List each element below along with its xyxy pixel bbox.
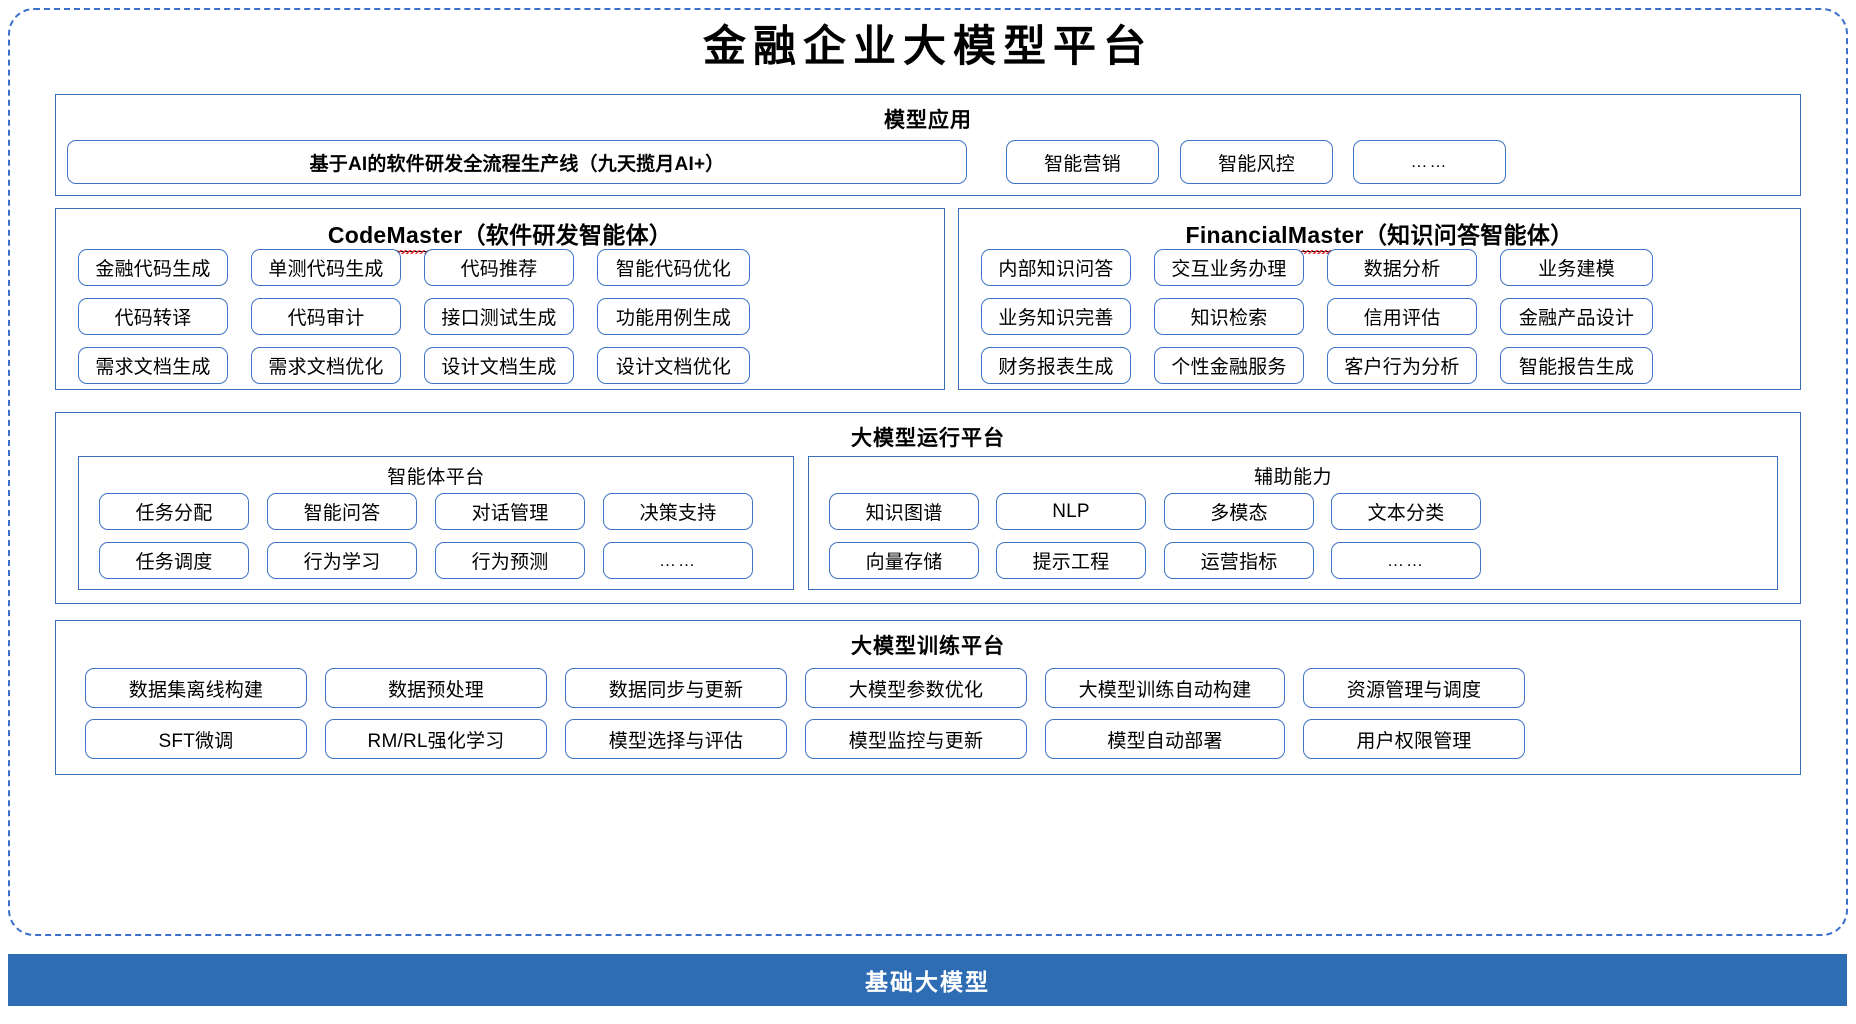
agent-title-codemaster: CodeMaster（软件研发智能体）: [56, 216, 944, 254]
runtime-agent-item-7[interactable]: ……: [603, 542, 753, 579]
foundation-model-bar: 基础大模型: [8, 954, 1847, 1006]
training-item-3[interactable]: 大模型参数优化: [805, 668, 1027, 708]
agent-item-codemaster-9[interactable]: 需求文档优化: [251, 347, 401, 384]
runtime-support-item-1[interactable]: NLP: [996, 493, 1146, 530]
agent-title-financialmaster: FinancialMaster（知识问答智能体）: [959, 216, 1800, 254]
runtime-agent-item-4[interactable]: 任务调度: [99, 542, 249, 579]
runtime-platform-title: 大模型运行平台: [851, 427, 1005, 450]
application-item-1[interactable]: 智能风控: [1180, 140, 1333, 184]
platform-outer-frame: [8, 8, 1848, 936]
runtime-agent-item-1[interactable]: 智能问答: [267, 493, 417, 530]
training-platform-title: 大模型训练平台: [851, 635, 1005, 658]
agent-item-financialmaster-8[interactable]: 财务报表生成: [981, 347, 1131, 384]
agent-item-codemaster-0[interactable]: 金融代码生成: [78, 249, 228, 286]
agent-item-financialmaster-11[interactable]: 智能报告生成: [1500, 347, 1653, 384]
runtime-agent-item-3[interactable]: 决策支持: [603, 493, 753, 530]
training-item-8[interactable]: 模型选择与评估: [565, 719, 787, 759]
agent-name-cn-codemaster: （软件研发智能体）: [462, 222, 673, 248]
agent-item-codemaster-1[interactable]: 单测代码生成: [251, 249, 401, 286]
runtime-subpanel-title-0: 智能体平台: [387, 467, 485, 488]
runtime-support-item-5[interactable]: 提示工程: [996, 542, 1146, 579]
agent-name-en-financialmaster: FinancialMaster: [1185, 222, 1365, 254]
runtime-support-item-0[interactable]: 知识图谱: [829, 493, 979, 530]
agent-item-codemaster-11[interactable]: 设计文档优化: [597, 347, 750, 384]
agent-item-codemaster-10[interactable]: 设计文档生成: [424, 347, 574, 384]
agent-item-financialmaster-6[interactable]: 信用评估: [1327, 298, 1477, 335]
agent-item-financialmaster-2[interactable]: 数据分析: [1327, 249, 1477, 286]
agent-item-codemaster-8[interactable]: 需求文档生成: [78, 347, 228, 384]
agent-item-codemaster-2[interactable]: 代码推荐: [424, 249, 574, 286]
runtime-support-item-4[interactable]: 向量存储: [829, 542, 979, 579]
training-item-2[interactable]: 数据同步与更新: [565, 668, 787, 708]
training-item-11[interactable]: 用户权限管理: [1303, 719, 1525, 759]
agent-item-financialmaster-0[interactable]: 内部知识问答: [981, 249, 1131, 286]
runtime-support-item-7[interactable]: ……: [1331, 542, 1481, 579]
page-title: 金融企业大模型平台: [703, 22, 1153, 72]
agent-item-codemaster-7[interactable]: 功能用例生成: [597, 298, 750, 335]
application-primary-item[interactable]: 基于AI的软件研发全流程生产线（九天揽月AI+）: [67, 140, 967, 184]
training-item-9[interactable]: 模型监控与更新: [805, 719, 1027, 759]
agent-item-financialmaster-3[interactable]: 业务建模: [1500, 249, 1653, 286]
runtime-subpanel-title-1: 辅助能力: [1253, 467, 1332, 488]
training-item-6[interactable]: SFT微调: [85, 719, 307, 759]
runtime-support-item-2[interactable]: 多模态: [1164, 493, 1314, 530]
agent-item-financialmaster-9[interactable]: 个性金融服务: [1154, 347, 1304, 384]
agent-item-codemaster-5[interactable]: 代码审计: [251, 298, 401, 335]
runtime-agent-item-0[interactable]: 任务分配: [99, 493, 249, 530]
training-item-4[interactable]: 大模型训练自动构建: [1045, 668, 1285, 708]
runtime-support-item-3[interactable]: 文本分类: [1331, 493, 1481, 530]
foundation-model-label: 基础大模型: [865, 969, 990, 995]
agent-name-cn-financialmaster: （知识问答智能体）: [1363, 222, 1574, 248]
training-item-5[interactable]: 资源管理与调度: [1303, 668, 1525, 708]
application-item-2[interactable]: ……: [1353, 140, 1506, 184]
training-item-1[interactable]: 数据预处理: [325, 668, 547, 708]
agent-item-financialmaster-5[interactable]: 知识检索: [1154, 298, 1304, 335]
training-item-7[interactable]: RM/RL强化学习: [325, 719, 547, 759]
agent-item-financialmaster-10[interactable]: 客户行为分析: [1327, 347, 1477, 384]
runtime-agent-item-6[interactable]: 行为预测: [435, 542, 585, 579]
training-item-0[interactable]: 数据集离线构建: [85, 668, 307, 708]
agent-name-en-codemaster: CodeMaster: [327, 222, 463, 254]
agent-item-financialmaster-1[interactable]: 交互业务办理: [1154, 249, 1304, 286]
agent-item-financialmaster-7[interactable]: 金融产品设计: [1500, 298, 1653, 335]
training-item-10[interactable]: 模型自动部署: [1045, 719, 1285, 759]
application-layer-title: 模型应用: [884, 109, 972, 132]
application-item-0[interactable]: 智能营销: [1006, 140, 1159, 184]
agent-item-codemaster-4[interactable]: 代码转译: [78, 298, 228, 335]
runtime-support-item-6[interactable]: 运营指标: [1164, 542, 1314, 579]
agent-item-codemaster-3[interactable]: 智能代码优化: [597, 249, 750, 286]
agent-item-codemaster-6[interactable]: 接口测试生成: [424, 298, 574, 335]
runtime-agent-item-5[interactable]: 行为学习: [267, 542, 417, 579]
agent-item-financialmaster-4[interactable]: 业务知识完善: [981, 298, 1131, 335]
runtime-agent-item-2[interactable]: 对话管理: [435, 493, 585, 530]
